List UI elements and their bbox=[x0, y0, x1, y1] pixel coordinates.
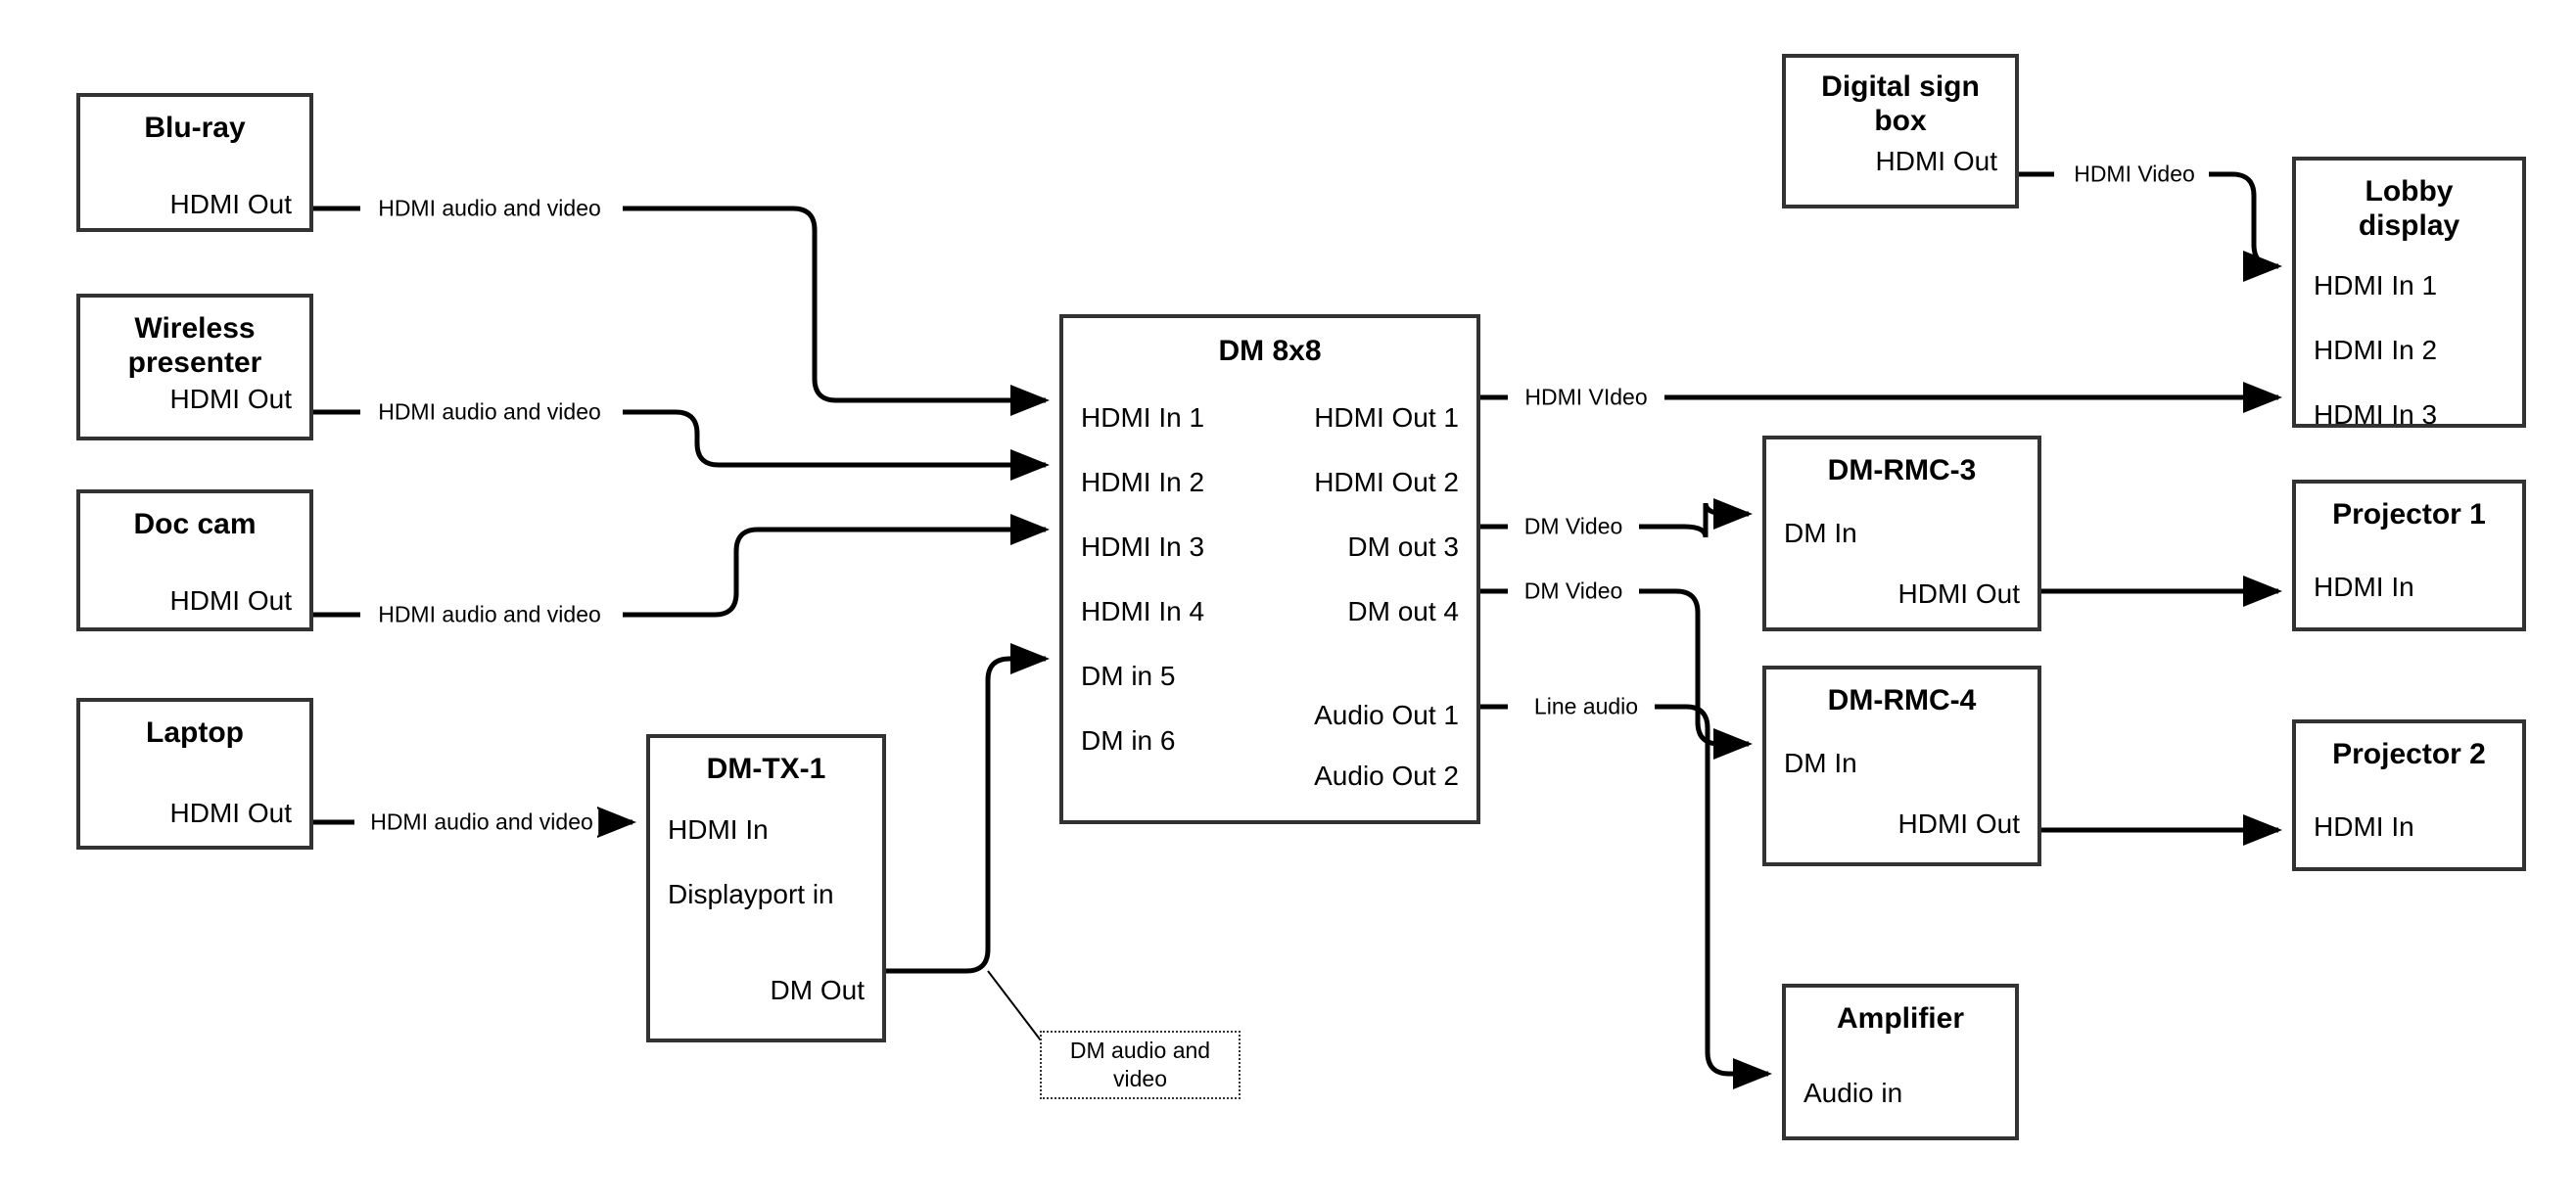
port-dm-8x8-hdmi-in-3[interactable]: HDMI In 3 bbox=[1081, 531, 1205, 562]
port-lobby-display-hdmi-in-2[interactable]: HDMI In 2 bbox=[2314, 335, 2438, 365]
edge-label-wireless-to-hdmi-in2: HDMI audio and video bbox=[373, 398, 606, 426]
node-dm-8x8[interactable]: DM 8x8 HDMI In 1 HDMI In 2 HDMI In 3 HDM… bbox=[1059, 314, 1480, 824]
node-bluray-title: Blu-ray bbox=[144, 112, 246, 144]
wire-doccam-to-hdmi-in3-b bbox=[623, 513, 1051, 618]
node-dm-rmc-4-title: DM-RMC-4 bbox=[1827, 684, 1977, 716]
port-dm-tx-1-dm-out[interactable]: DM Out bbox=[770, 975, 865, 1005]
node-bluray[interactable]: Blu-ray HDMI Out bbox=[76, 93, 313, 232]
node-digital-sign-box-title: Digital sign box bbox=[1821, 70, 1980, 138]
node-dm-rmc-4[interactable]: DM-RMC-4 DM In HDMI Out bbox=[1762, 666, 2041, 866]
port-dm-8x8-hdmi-in-2[interactable]: HDMI In 2 bbox=[1081, 467, 1205, 497]
port-dm-8x8-hdmi-out-1[interactable]: HDMI Out 1 bbox=[1314, 402, 1459, 433]
port-dm-8x8-audio-out-2[interactable]: Audio Out 2 bbox=[1314, 761, 1459, 791]
wire-bluray-to-hdmi-in1-b bbox=[623, 206, 1051, 416]
port-dm-8x8-audio-out-1[interactable]: Audio Out 1 bbox=[1314, 700, 1459, 730]
port-digital-sign-box-hdmi-out[interactable]: HDMI Out bbox=[1875, 146, 1997, 176]
wire-audioout1-to-amp bbox=[1655, 704, 1773, 1089]
node-laptop[interactable]: Laptop HDMI Out bbox=[76, 698, 313, 850]
node-dm-8x8-title: DM 8x8 bbox=[1218, 335, 1322, 367]
node-lobby-display-title: Lobby display bbox=[2358, 175, 2460, 243]
port-dm-8x8-hdmi-in-1[interactable]: HDMI In 1 bbox=[1081, 402, 1205, 433]
edge-label-dmout4-to-rmc4: DM Video bbox=[1519, 577, 1628, 605]
port-doc-cam-hdmi-out[interactable]: HDMI Out bbox=[169, 585, 292, 616]
callout-dm-audio-and-video: DM audio and video bbox=[1040, 1031, 1241, 1099]
node-projector-2-title: Projector 2 bbox=[2332, 738, 2486, 770]
node-amplifier-title: Amplifier bbox=[1836, 1002, 1965, 1035]
node-dm-tx-1-title: DM-TX-1 bbox=[706, 753, 826, 785]
node-projector-2[interactable]: Projector 2 HDMI In bbox=[2292, 719, 2526, 871]
callout-leader-line bbox=[987, 970, 1042, 1041]
edge-label-dmout3-to-rmc3: DM Video bbox=[1519, 513, 1628, 540]
edge-label-sign-to-lobby-in1: HDMI Video bbox=[2069, 161, 2200, 188]
port-dm-8x8-dm-in-6[interactable]: DM in 6 bbox=[1081, 725, 1176, 756]
wire-dmout4-to-rmc4 bbox=[1639, 588, 1754, 760]
node-projector-1[interactable]: Projector 1 HDMI In bbox=[2292, 480, 2526, 631]
node-wireless-presenter-title: Wireless presenter bbox=[127, 312, 262, 380]
edge-label-laptop-to-tx1: HDMI audio and video bbox=[365, 808, 598, 836]
node-dm-rmc-3[interactable]: DM-RMC-3 DM In HDMI Out bbox=[1762, 436, 2041, 631]
port-dm-8x8-dm-out-4[interactable]: DM out 4 bbox=[1347, 596, 1459, 626]
port-projector-2-hdmi-in[interactable]: HDMI In bbox=[2314, 811, 2414, 842]
node-dm-tx-1[interactable]: DM-TX-1 HDMI In Displayport in DM Out bbox=[646, 734, 886, 1042]
port-dm-8x8-hdmi-out-2[interactable]: HDMI Out 2 bbox=[1314, 467, 1459, 497]
port-projector-1-hdmi-in[interactable]: HDMI In bbox=[2314, 572, 2414, 602]
port-lobby-display-hdmi-in-3[interactable]: HDMI In 3 bbox=[2314, 399, 2438, 430]
node-doc-cam[interactable]: Doc cam HDMI Out bbox=[76, 489, 313, 631]
port-dm-rmc-4-hdmi-out[interactable]: HDMI Out bbox=[1897, 808, 2020, 839]
node-doc-cam-title: Doc cam bbox=[133, 508, 257, 540]
port-bluray-hdmi-out[interactable]: HDMI Out bbox=[169, 189, 292, 219]
port-laptop-hdmi-out[interactable]: HDMI Out bbox=[169, 798, 292, 828]
wire-dmout3-to-rmc3 bbox=[1639, 497, 1754, 538]
port-amplifier-audio-in[interactable]: Audio in bbox=[1803, 1078, 1903, 1108]
node-projector-1-title: Projector 1 bbox=[2332, 498, 2486, 531]
port-dm-rmc-4-dm-in[interactable]: DM In bbox=[1784, 748, 1857, 778]
port-wireless-presenter-hdmi-out[interactable]: HDMI Out bbox=[169, 384, 292, 414]
edge-label-doccam-to-hdmi-in3: HDMI audio and video bbox=[373, 601, 606, 628]
edge-label-bluray-to-hdmi-in1: HDMI audio and video bbox=[373, 195, 606, 222]
port-dm-rmc-3-dm-in[interactable]: DM In bbox=[1784, 518, 1857, 548]
port-dm-8x8-dm-in-5[interactable]: DM in 5 bbox=[1081, 661, 1176, 691]
node-digital-sign-box[interactable]: Digital sign box HDMI Out bbox=[1782, 54, 2019, 208]
port-dm-8x8-hdmi-in-4[interactable]: HDMI In 4 bbox=[1081, 596, 1205, 626]
port-dm-tx-1-hdmi-in[interactable]: HDMI In bbox=[668, 814, 769, 845]
wire-sign-to-lobby-in1 bbox=[2209, 171, 2283, 282]
node-laptop-title: Laptop bbox=[146, 716, 244, 749]
edge-label-hdmiout1-to-lobby-in3: HDMI VIdeo bbox=[1520, 384, 1653, 411]
port-dm-tx-1-displayport-in[interactable]: Displayport in bbox=[668, 879, 834, 909]
node-lobby-display[interactable]: Lobby display HDMI In 1 HDMI In 2 HDMI I… bbox=[2292, 157, 2526, 430]
port-lobby-display-hdmi-in-1[interactable]: HDMI In 1 bbox=[2314, 270, 2438, 300]
node-dm-rmc-3-title: DM-RMC-3 bbox=[1827, 454, 1977, 486]
port-dm-8x8-dm-out-3[interactable]: DM out 3 bbox=[1347, 531, 1459, 562]
wire-tx1-to-dm-in5 bbox=[886, 642, 1051, 974]
node-wireless-presenter[interactable]: Wireless presenter HDMI Out bbox=[76, 294, 313, 440]
port-dm-rmc-3-hdmi-out[interactable]: HDMI Out bbox=[1897, 578, 2020, 609]
node-amplifier[interactable]: Amplifier Audio in bbox=[1782, 984, 2019, 1140]
edge-label-audioout1-to-amp: Line audio bbox=[1528, 693, 1644, 720]
wire-wireless-to-hdmi-in2-b bbox=[623, 409, 1051, 481]
